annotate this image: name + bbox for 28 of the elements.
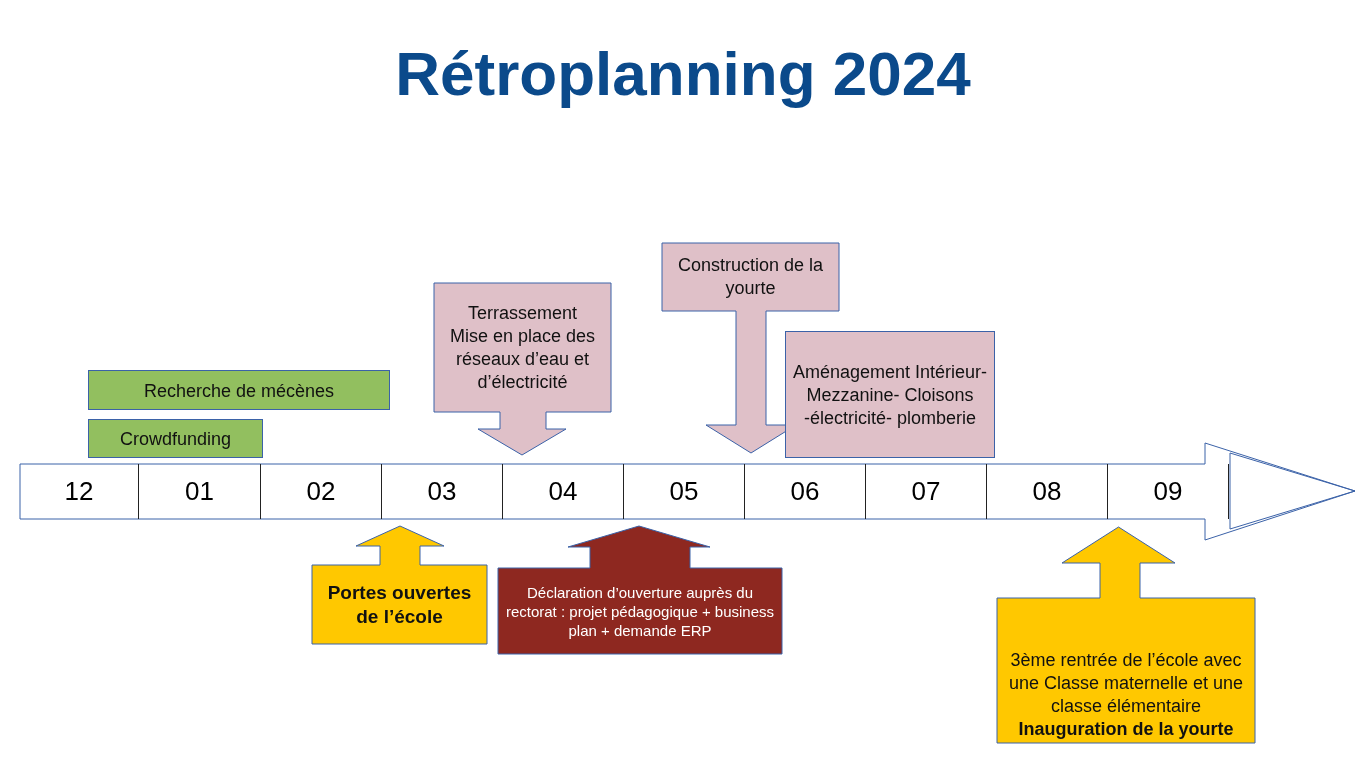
month-segment: 12	[20, 464, 139, 519]
callout-text: Déclaration d’ouverture auprès du rectorat : projet pédagogique + business plan + demande ERP	[504, 582, 776, 640]
task-bar	[88, 370, 390, 410]
down-arrow-callout	[434, 283, 611, 455]
month-segment: 04	[503, 464, 624, 519]
month-segment: 05	[624, 464, 745, 519]
month-segment: 08	[987, 464, 1108, 519]
month-segment: 01	[139, 464, 261, 519]
callout-text: Recherche de mécènes	[143, 379, 335, 403]
month-segment: 06	[745, 464, 866, 519]
month-segment: 09	[1108, 464, 1229, 519]
highlight-text: Inauguration de la yourte	[1018, 718, 1234, 741]
callout-text: Mise en place des réseaux d’eau et d’électricité	[448, 324, 597, 394]
month-segment: 07	[866, 464, 987, 519]
callout-text: Terrassement	[467, 301, 577, 325]
callout-text: Aménagement Intérieur- Mezzanine- Cloisons -électricité- plomberie	[791, 361, 989, 430]
highlight-text: Portes ouvertes de l’école	[326, 580, 473, 629]
callout-text: Construction de la yourte	[676, 254, 825, 300]
task-bar	[88, 419, 263, 458]
callout-text: Crowdfunding	[119, 428, 232, 451]
up-arrow-callout	[498, 526, 782, 654]
month-segment: 02	[261, 464, 382, 519]
title: Rétroplanning 2024	[394, 38, 972, 109]
task-box	[785, 331, 995, 458]
callout-text: 3ème rentrée de l’école avec une Classe maternelle et une classe élémentaire	[1007, 649, 1245, 718]
month-segment: 03	[382, 464, 503, 519]
up-arrow-callout	[997, 527, 1255, 743]
up-arrow-callout	[312, 526, 487, 644]
